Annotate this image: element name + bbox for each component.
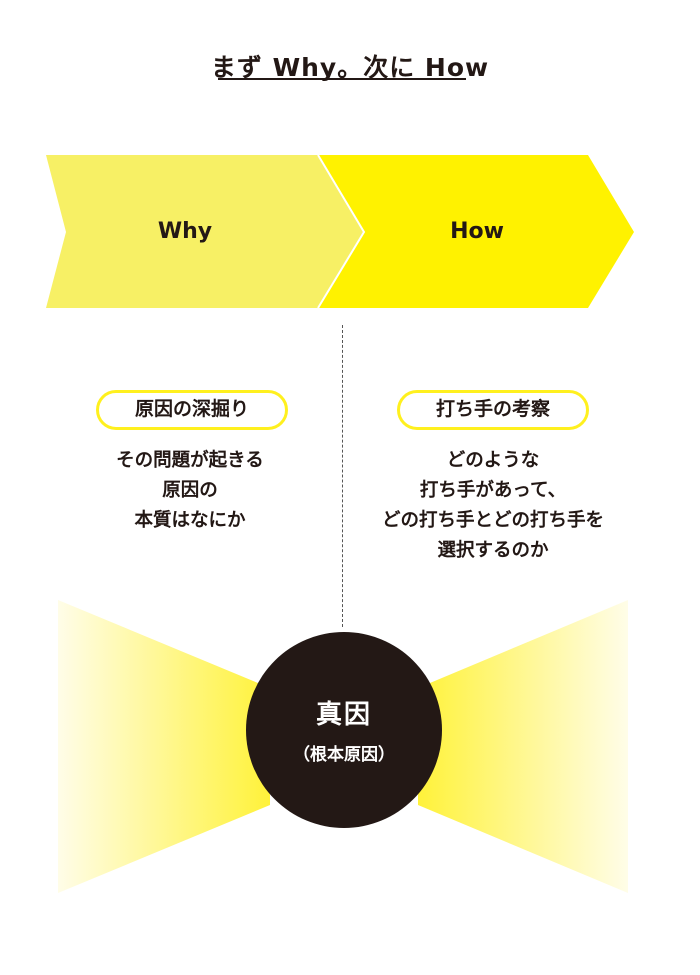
how-line: どのような [446,450,540,471]
root-cause-circle: 真因 （根本原因） [246,632,442,828]
root-cause-title: 真因 [315,700,372,730]
right-beam [418,600,628,893]
how-arrow [318,155,634,308]
dashed-divider [342,325,343,627]
why-pill: 原因の深掘り [96,390,288,430]
why-arrow [46,155,364,308]
how-arrow-label: How [450,219,504,244]
arrow-separator [317,154,366,309]
page-title: まず Why。次に How [210,53,490,82]
why-line: その問題が起きる [116,450,264,471]
why-arrow-label: Why [157,219,213,244]
how-line: どの打ち手とどの打ち手を [381,510,604,531]
root-cause-subtitle: （根本原因） [293,745,395,765]
process-arrows [46,154,634,309]
why-line: 本質はなにか [134,510,246,531]
how-pill: 打ち手の考察 [397,390,589,430]
how-description: どのような 打ち手があって、 どの打ち手とどの打ち手を 選択するのか [343,446,643,566]
why-line: 原因の [162,480,218,501]
title-underline [218,78,466,80]
left-beam [58,600,270,893]
how-line: 打ち手があって、 [419,480,567,501]
why-description: その問題が起きる 原因の 本質はなにか [40,446,340,536]
how-line: 選択するのか [437,540,549,561]
